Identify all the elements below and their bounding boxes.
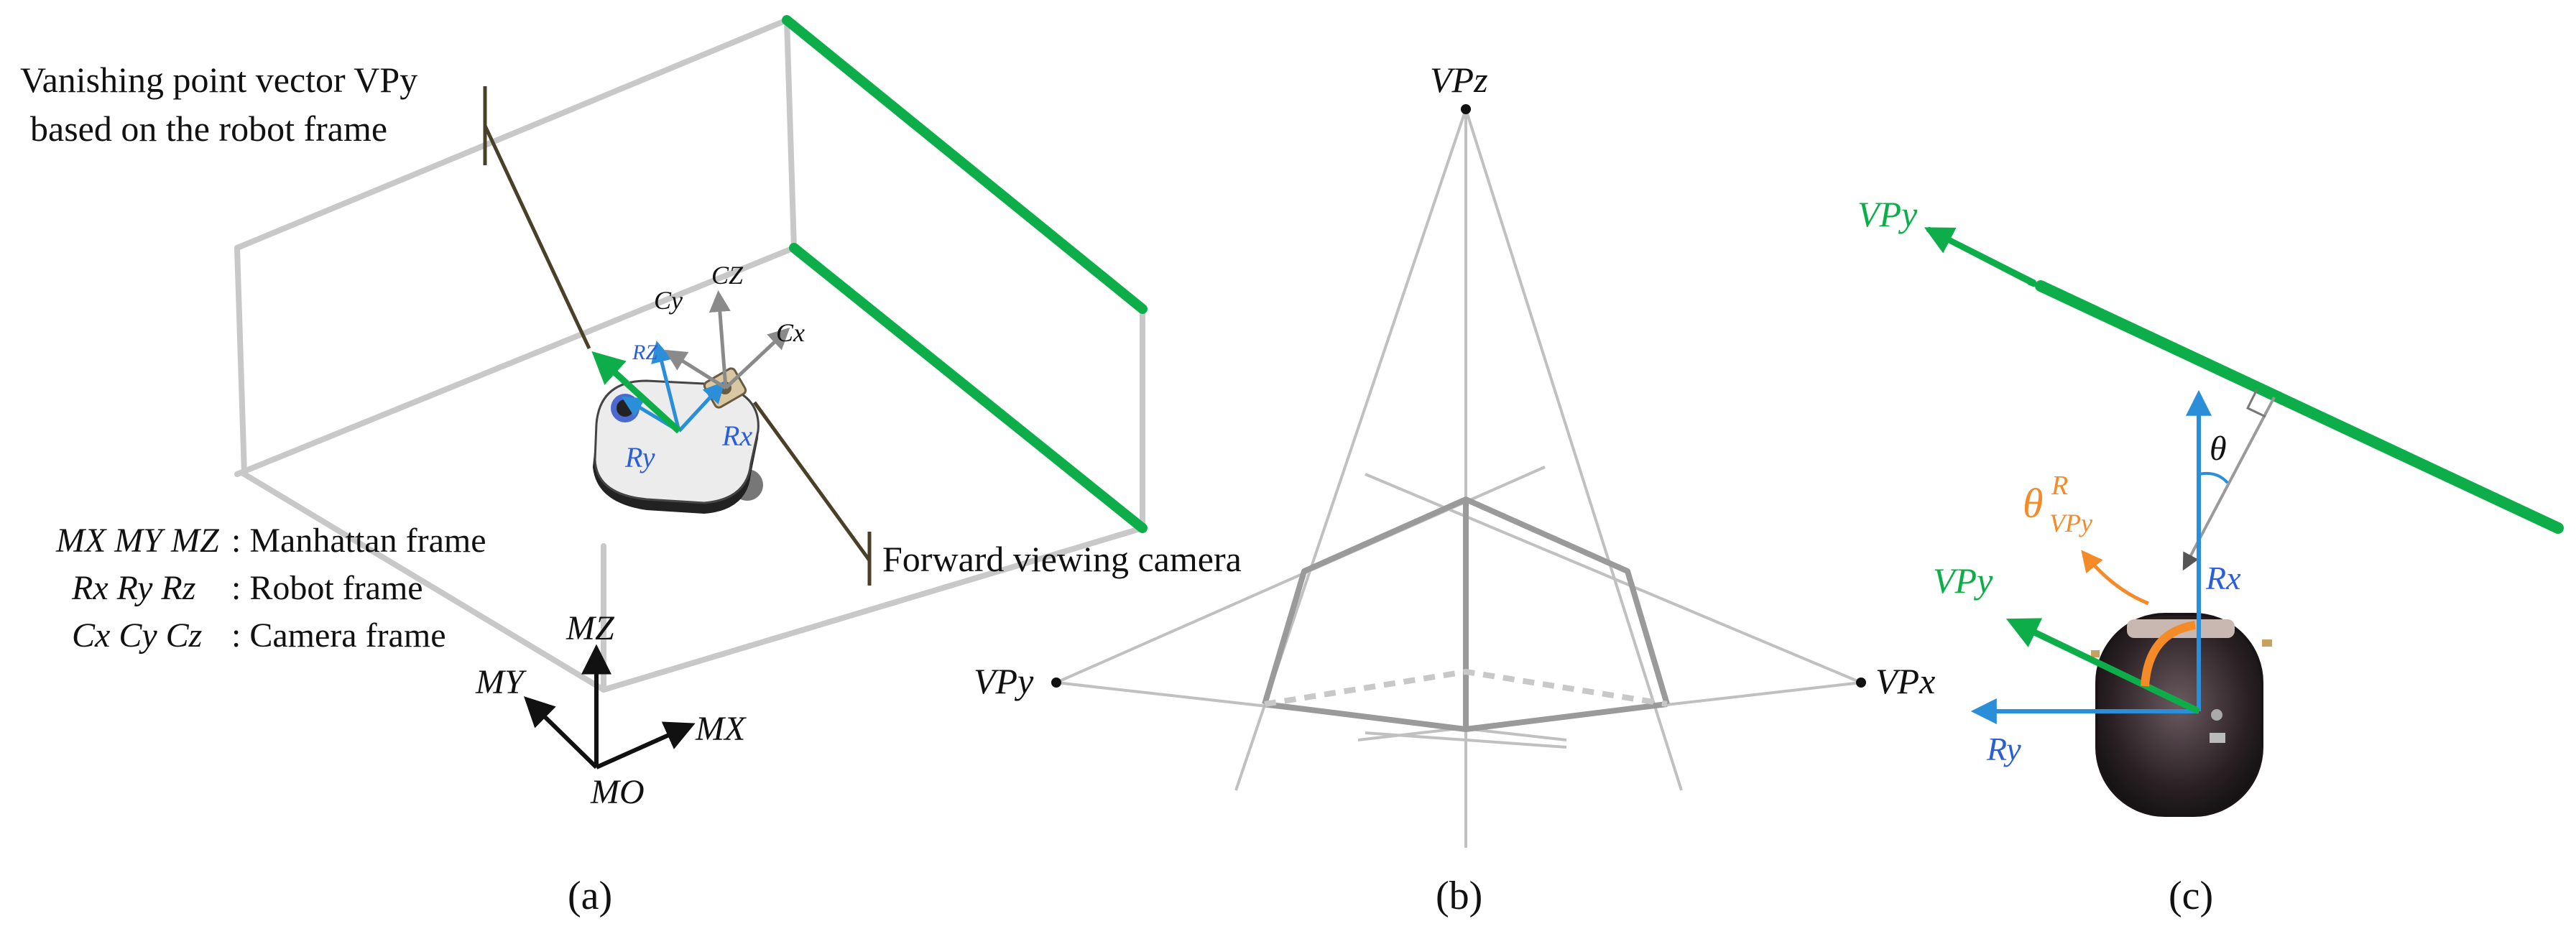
camera-y-label: Cy (654, 286, 683, 315)
floor-dashed (1264, 668, 1668, 707)
vpy-vector-c (2005, 618, 2200, 715)
camera-x-label: Cx (776, 318, 805, 347)
robot-z-label: RZ (632, 341, 657, 364)
vpz-point (1461, 104, 1471, 114)
vpy-top-label: VPy (1857, 194, 1918, 234)
frame-legend: MX MY MZ : Manhattan frame Rx Ry Rz : Ro… (55, 522, 486, 655)
manhattan-y-label: MY (475, 663, 527, 701)
panel-a-caption: (a) (568, 874, 612, 918)
vp-annotation-line2: based on the robot frame (30, 108, 387, 149)
vpy-label: VPy (974, 661, 1034, 701)
theta-label: θ (2210, 430, 2227, 468)
ry-label: Ry (1986, 731, 2021, 767)
vpy-point (1051, 678, 1061, 688)
theta-vpy-arc (2141, 621, 2197, 687)
panel-b-caption: (b) (1436, 874, 1482, 918)
theta-vpy-superscript: R (2051, 471, 2068, 501)
legend-manhattan-symbols: MX MY MZ (55, 522, 220, 560)
room-outline (1262, 496, 1670, 732)
theta-arc (2198, 471, 2229, 484)
panel-c-caption: (c) (2169, 874, 2213, 918)
vpy-vector-a (591, 351, 682, 434)
theta-vpy-subscript: VPy (2049, 509, 2092, 537)
vpx-point (1856, 678, 1866, 688)
perspective-lines (1056, 108, 1862, 848)
camera-z-label: CZ (711, 261, 744, 290)
manhattan-x-label: MX (695, 710, 747, 748)
manhattan-z-label: MZ (565, 609, 615, 647)
rx-label: Rx (2205, 560, 2241, 596)
vpz-label: VPz (1430, 60, 1488, 100)
vpx-label: VPx (1875, 661, 1935, 701)
robot-vacuum-icon (2091, 613, 2272, 817)
manhattan-origin-label: MO (590, 773, 645, 811)
legend-camera-symbols: Cx Cy Cz (72, 616, 203, 655)
panel-c: VPy VPy θ θ R VPy Rx Ry (c) (1857, 194, 2564, 918)
manhattan-frame-axes (523, 644, 696, 769)
theta-vpy-leader (2081, 550, 2149, 606)
legend-manhattan-desc: : Manhattan frame (231, 522, 486, 560)
robot-y-label: Ry (624, 441, 655, 473)
vpy-line (1924, 227, 2564, 534)
theta-vpy-label: θ R VPy (2023, 471, 2092, 537)
camera-frame-axes (664, 290, 790, 390)
legend-robot-symbols: Rx Ry Rz (71, 569, 196, 607)
panel-a: Vanishing point vector VPy based on the … (20, 15, 1242, 918)
theta-vpy-symbol: θ (2023, 480, 2044, 527)
vp-annotation-line1: Vanishing point vector VPy (20, 60, 417, 100)
legend-camera-desc: : Camera frame (231, 616, 446, 655)
robot-x-label: Rx (721, 420, 752, 452)
legend-robot-desc: : Robot frame (231, 569, 423, 607)
green-edges (782, 15, 1148, 533)
panel-b: VPz VPy VPx (b) (974, 60, 1935, 918)
camera-annotation: Forward viewing camera (882, 539, 1242, 579)
vpy-mid-label: VPy (1933, 560, 1993, 601)
leader-lines (483, 86, 872, 586)
